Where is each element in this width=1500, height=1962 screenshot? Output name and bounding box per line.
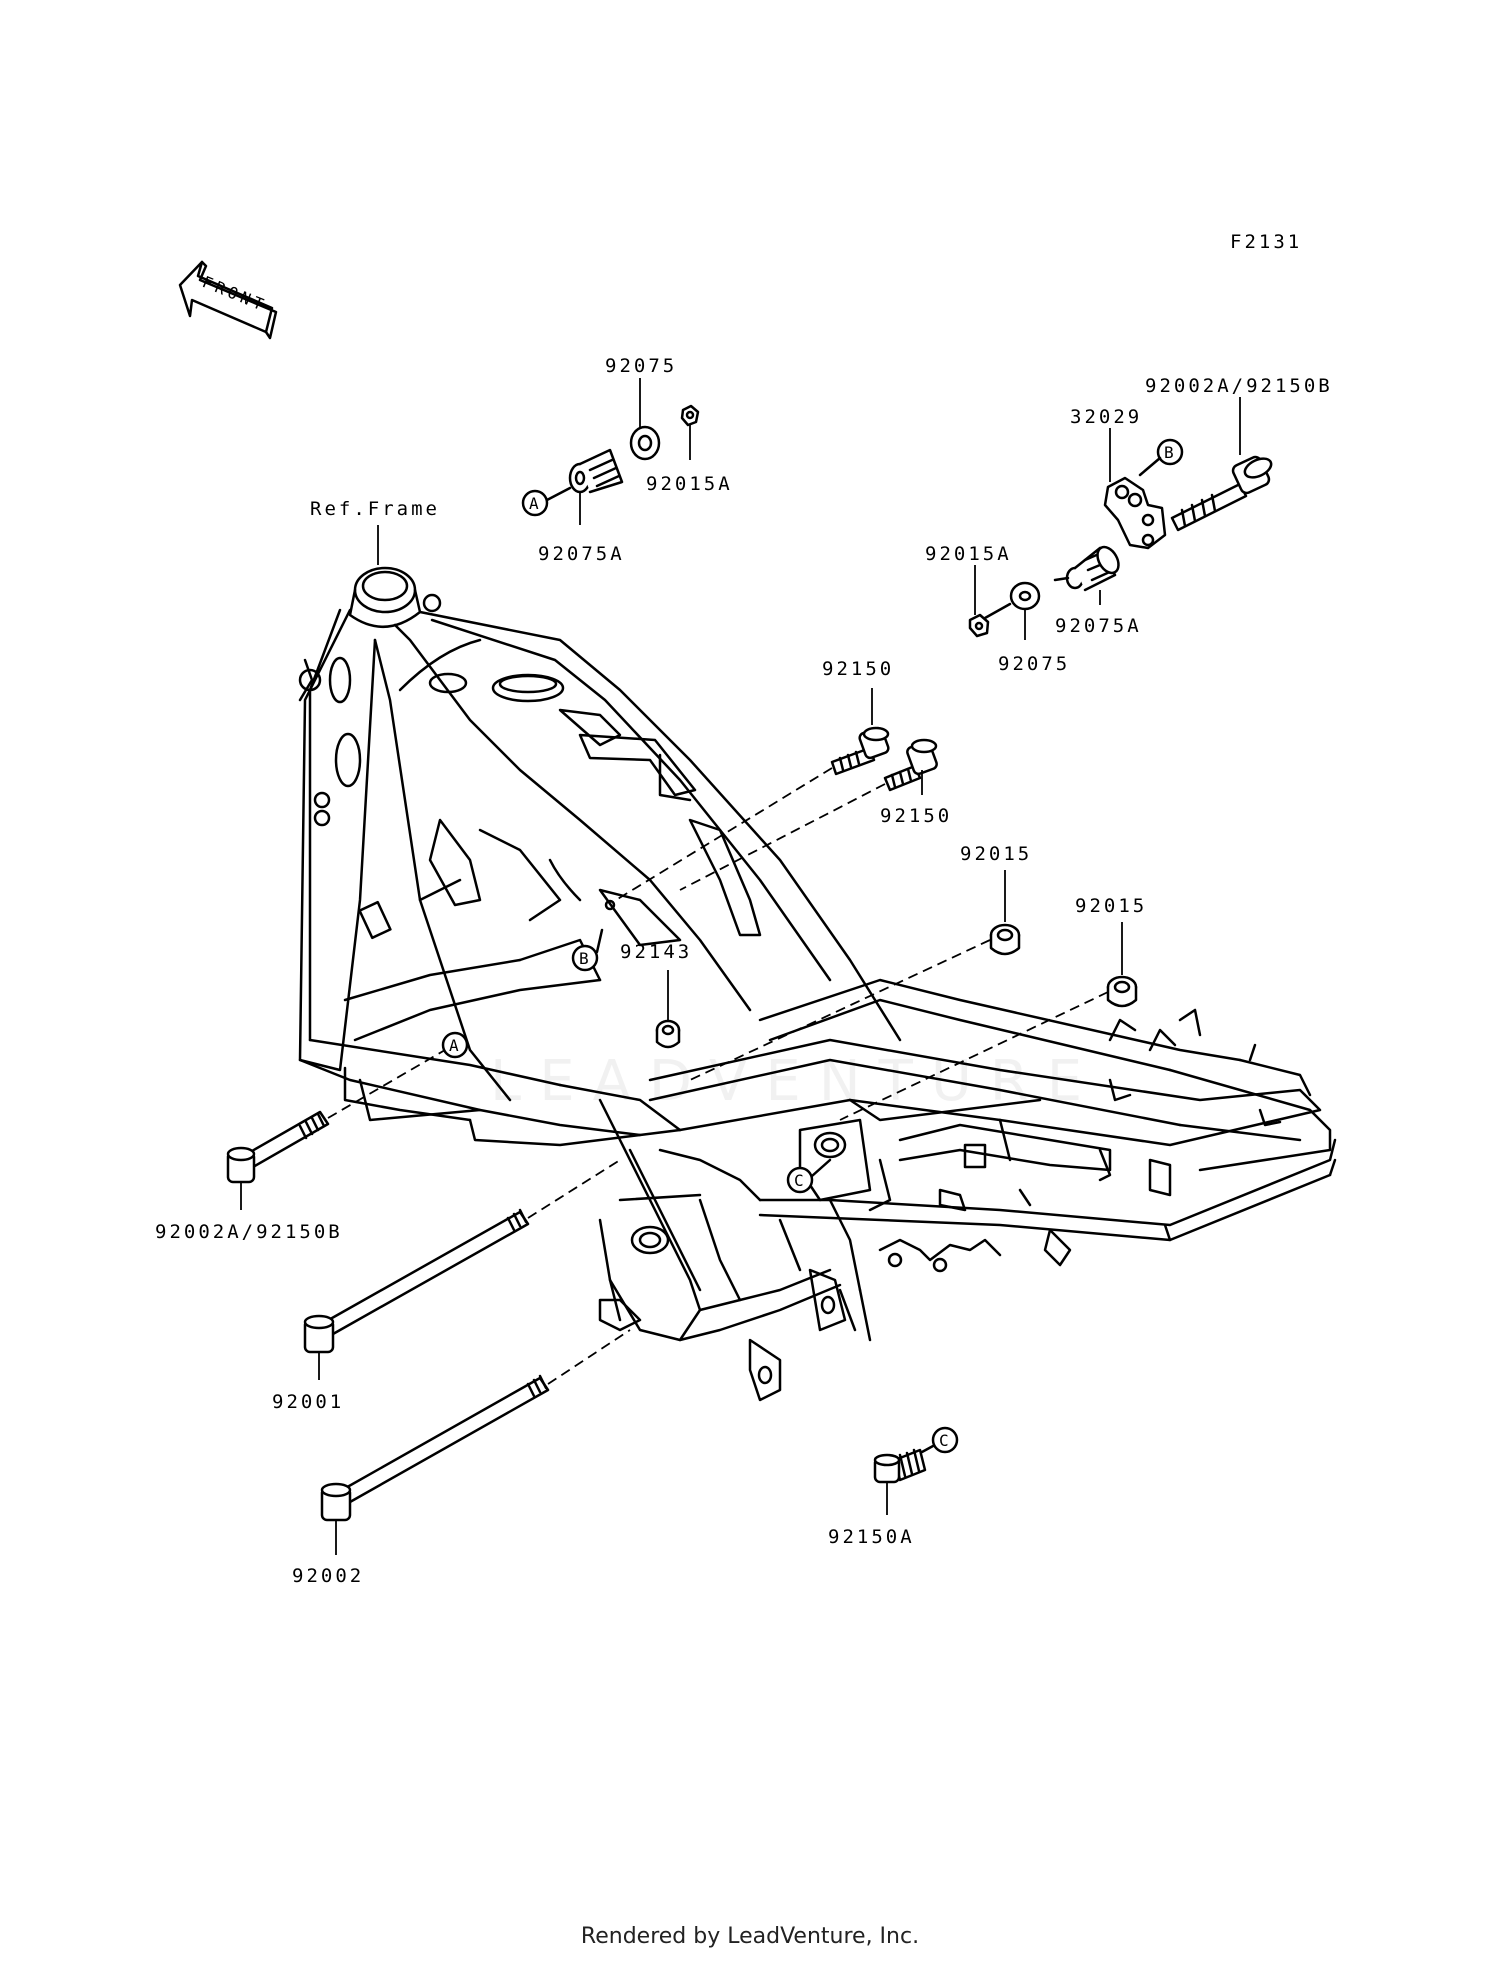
part-92015-collar-a[interactable] bbox=[989, 923, 1021, 956]
label-92015A-right: 92015A bbox=[925, 543, 1012, 565]
part-92002A-92150B-right-bolt[interactable] bbox=[1170, 455, 1274, 532]
figure-code: F2131 bbox=[1230, 231, 1302, 253]
footer-credit: Rendered by LeadVenture, Inc. bbox=[580, 1924, 920, 1949]
label-32029: 32029 bbox=[1070, 406, 1142, 428]
label-92150-b: 92150 bbox=[880, 805, 952, 827]
callout-marker-b-right bbox=[1138, 438, 1184, 477]
ref-frame-label: Ref.Frame bbox=[310, 498, 440, 520]
callout-letters: A A B B C C bbox=[449, 443, 1174, 1450]
leader-lines bbox=[240, 378, 1241, 1555]
callout-marker-b-left bbox=[571, 899, 616, 972]
label-92002A-92150B-right: 92002A/92150B bbox=[1145, 375, 1333, 397]
label-92075A-right: 92075A bbox=[1055, 615, 1142, 637]
label-92015-a: 92015 bbox=[960, 843, 1032, 865]
part-92150A-short-bolt[interactable] bbox=[873, 1448, 927, 1484]
callout-marker-c-bottom bbox=[920, 1426, 959, 1454]
part-92150-bolt-a[interactable] bbox=[830, 726, 890, 776]
part-92075A-top[interactable] bbox=[568, 448, 624, 494]
part-92015-collar-b[interactable] bbox=[1106, 975, 1138, 1008]
callout-marker-c-mid bbox=[786, 1158, 832, 1194]
label-92075A-top: 92075A bbox=[538, 543, 625, 565]
marker-c-mid-letter: C bbox=[794, 1171, 804, 1190]
part-92002-long-bolt[interactable] bbox=[320, 1374, 550, 1522]
marker-a-top-letter: A bbox=[529, 494, 539, 513]
part-92075-top[interactable] bbox=[629, 425, 661, 461]
callout-marker-a-left bbox=[441, 1031, 469, 1059]
label-92015A-top: 92015A bbox=[646, 473, 733, 495]
watermark-text: LEADVENTURE bbox=[490, 1049, 1100, 1114]
part-92015A-right[interactable] bbox=[968, 613, 990, 638]
marker-b-left-letter: B bbox=[579, 949, 589, 968]
callout-marker-a-top bbox=[521, 486, 572, 517]
marker-c-bottom-letter: C bbox=[939, 1431, 949, 1450]
label-92150A: 92150A bbox=[828, 1526, 915, 1548]
label-92143: 92143 bbox=[620, 941, 692, 963]
label-92075-top: 92075 bbox=[605, 355, 677, 377]
front-arrow-icon: FRONT bbox=[178, 260, 278, 340]
label-92150-a: 92150 bbox=[822, 658, 894, 680]
part-32029-bracket[interactable] bbox=[1103, 476, 1167, 550]
part-92143-collar[interactable] bbox=[655, 1019, 681, 1049]
part-92001-long-bolt[interactable] bbox=[303, 1208, 530, 1354]
part-92075A-right[interactable] bbox=[1053, 543, 1123, 592]
label-92075-right: 92075 bbox=[998, 653, 1070, 675]
part-92002A-92150B-left-bolt[interactable] bbox=[226, 1110, 330, 1184]
label-92002: 92002 bbox=[292, 1565, 364, 1587]
assembly-guide-lines bbox=[327, 767, 1109, 1385]
part-92150-bolt-b[interactable] bbox=[883, 738, 938, 792]
marker-a-left-letter: A bbox=[449, 1036, 459, 1055]
label-92015-b: 92015 bbox=[1075, 895, 1147, 917]
part-92075-right[interactable] bbox=[983, 581, 1041, 620]
marker-b-right-letter: B bbox=[1164, 443, 1174, 462]
label-92002A-92150B-left: 92002A/92150B bbox=[155, 1221, 343, 1243]
main-frame-drawing bbox=[298, 566, 1337, 1402]
part-92015A-top[interactable] bbox=[680, 404, 700, 427]
label-92001: 92001 bbox=[272, 1391, 344, 1413]
